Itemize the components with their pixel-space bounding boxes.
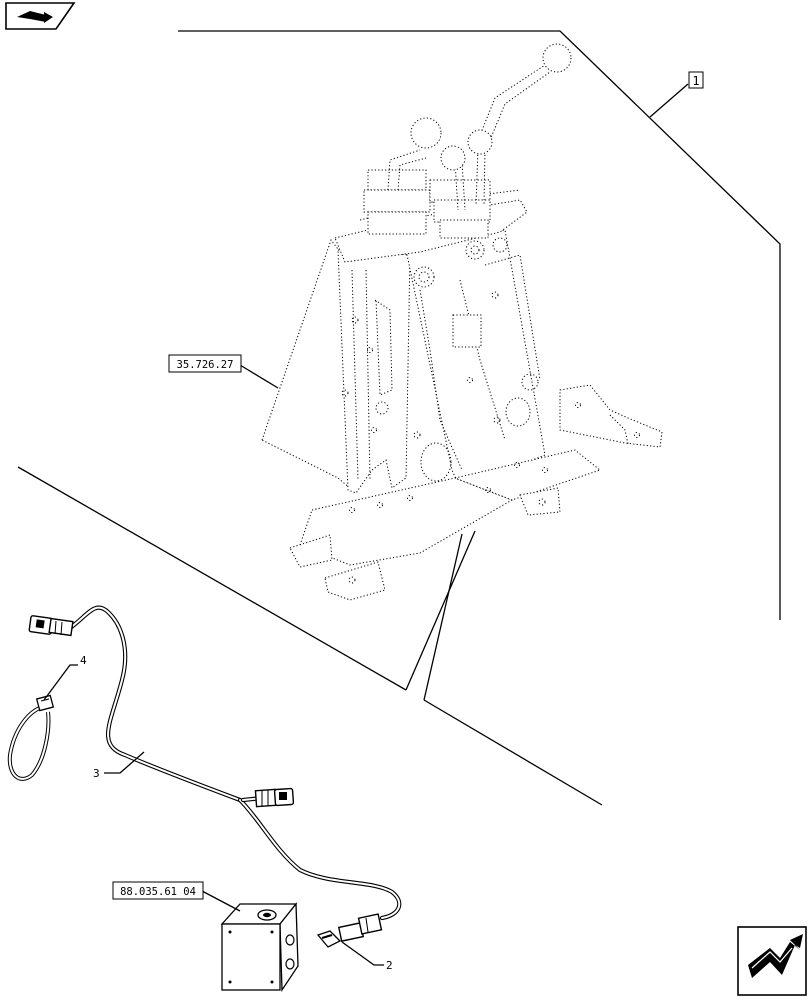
leader-box-a — [239, 364, 279, 389]
section-line-mid2 — [423, 533, 463, 701]
leader-4 — [43, 664, 78, 701]
callout-box-b[interactable]: 88.035.61 04 — [112, 881, 204, 900]
cable-tie — [7, 694, 55, 781]
pressure-sensor — [316, 913, 383, 948]
callout-3-label[interactable]: 3 — [93, 767, 100, 780]
callout-box-a-label: 35.726.27 — [177, 359, 234, 371]
section-line-top — [178, 30, 781, 620]
leader-1 — [649, 83, 689, 118]
callout-box-a[interactable]: 35.726.27 — [168, 354, 242, 373]
callout-4-label[interactable]: 4 — [80, 654, 87, 667]
valve-block — [220, 902, 299, 993]
leader-2 — [341, 941, 384, 966]
callout-1[interactable]: 1 — [688, 71, 704, 89]
section-line-right — [423, 699, 603, 806]
leader-box-b — [201, 890, 241, 912]
harness-connector-middle — [254, 787, 295, 808]
callout-1-label: 1 — [692, 74, 699, 88]
wiring-harness — [67, 605, 402, 921]
control-console — [261, 43, 663, 601]
callout-2-label[interactable]: 2 — [386, 959, 393, 972]
book-arrow-icon[interactable] — [5, 2, 76, 30]
next-page-arrow-icon[interactable] — [737, 926, 807, 996]
section-line-mid — [405, 530, 476, 691]
leader-3 — [104, 751, 145, 774]
section-line-left — [17, 466, 407, 691]
harness-connector-top — [28, 615, 74, 637]
callout-box-b-label: 88.035.61 04 — [120, 886, 196, 898]
